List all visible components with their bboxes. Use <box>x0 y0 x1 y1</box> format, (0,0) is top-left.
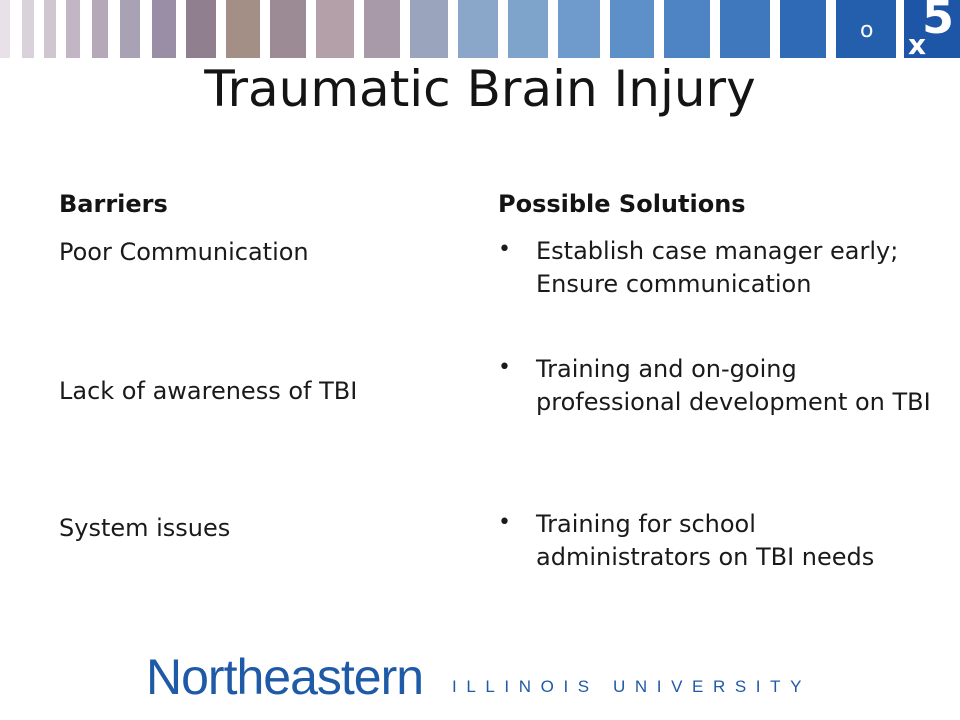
banner-stripe <box>270 0 306 58</box>
barriers-heading: Barriers <box>59 190 168 218</box>
solution-item: Training and on-going professional devel… <box>536 355 931 416</box>
banner-stripe <box>364 0 400 58</box>
banner-stripe <box>120 0 140 58</box>
barrier-item: System issues <box>59 514 231 542</box>
banner-stripe <box>410 0 448 58</box>
university-logo-subtitle: ILLINOIS UNIVERSITY <box>452 677 812 696</box>
solution-item: Training for school administrators on TB… <box>536 510 875 571</box>
banner-stripe <box>44 0 56 58</box>
banner-tile <box>780 0 826 58</box>
slide-title: Traumatic Brain Injury <box>204 60 756 118</box>
banner-glyph: 5 <box>922 0 955 44</box>
bullet-icon: • <box>498 237 511 262</box>
university-logo-name: Northeastern <box>146 649 424 705</box>
solutions-heading: Possible Solutions <box>498 190 746 218</box>
banner-stripe <box>664 0 710 58</box>
banner-stripe <box>22 0 34 58</box>
banner-stripe <box>558 0 600 58</box>
banner-stripe <box>316 0 354 58</box>
banner-glyph: o <box>860 18 874 43</box>
banner-stripe <box>152 0 176 58</box>
header-banner: o 5 x <box>0 0 960 58</box>
banner-stripe <box>720 0 770 58</box>
bullet-icon: • <box>498 510 511 535</box>
solution-item: Establish case manager early; Ensure com… <box>536 237 899 298</box>
banner-stripe <box>610 0 654 58</box>
banner-stripe <box>186 0 216 58</box>
banner-stripe <box>0 0 10 58</box>
banner-stripe <box>66 0 80 58</box>
barrier-item: Lack of awareness of TBI <box>59 377 358 405</box>
banner-stripe <box>508 0 548 58</box>
banner-stripe <box>92 0 108 58</box>
banner-stripe <box>226 0 260 58</box>
bullet-icon: • <box>498 355 511 380</box>
banner-glyph: x <box>908 28 927 58</box>
banner-tile: o <box>836 0 896 58</box>
banner-tile: 5 x <box>904 0 960 58</box>
banner-stripe <box>458 0 498 58</box>
barrier-item: Poor Communication <box>59 238 309 266</box>
